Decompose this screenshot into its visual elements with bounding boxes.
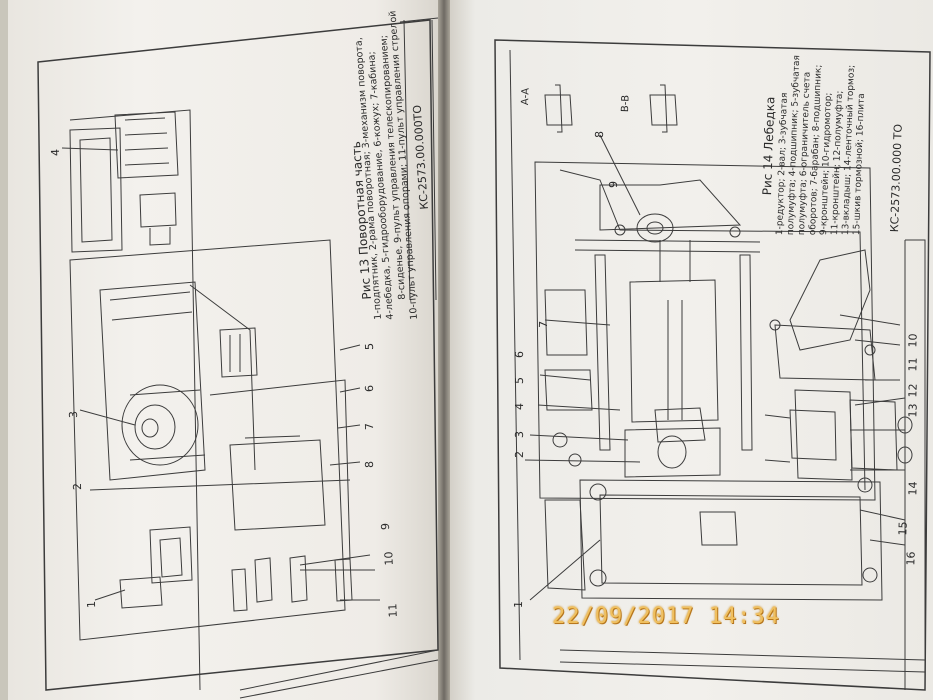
right-callout-7: 7 (536, 320, 551, 329)
right-callout-4: 4 (512, 402, 527, 411)
left-callout-7: 7 (362, 422, 377, 431)
right-callout-14: 14 (906, 481, 920, 496)
right-callout-10: 10 (906, 333, 920, 348)
left-callout-1: 1 (84, 600, 99, 609)
right-callout-13: 13 (906, 403, 920, 418)
left-callout-10: 10 (382, 551, 396, 566)
section-label-a: А-А (520, 87, 532, 106)
left-callout-4: 4 (48, 148, 63, 157)
right-callout-11: 11 (906, 357, 920, 372)
left-callout-5: 5 (362, 342, 377, 351)
left-callout-11: 11 (386, 603, 400, 618)
right-callout-16: 16 (904, 551, 918, 566)
left-callout-9: 9 (378, 522, 393, 531)
right-callout-12: 12 (906, 383, 920, 398)
right-callout-3: 3 (512, 430, 527, 439)
left-callout-6: 6 (362, 384, 377, 393)
right-callout-8: 8 (592, 130, 607, 139)
right-callout-15: 15 (896, 521, 910, 536)
left-callout-8: 8 (362, 460, 377, 469)
right-callout-9: 9 (606, 180, 621, 189)
section-label-b: В-В (620, 94, 632, 113)
book-gutter (438, 0, 450, 700)
left-page (8, 0, 440, 700)
left-callout-3: 3 (66, 410, 81, 419)
right-callout-5: 5 (512, 376, 527, 385)
right-callout-1: 1 (511, 600, 526, 609)
left-callout-2: 2 (70, 482, 85, 491)
right-callout-2: 2 (512, 450, 527, 459)
right-callout-6: 6 (512, 350, 527, 359)
camera-timestamp: 22/09/2017 14:34 (552, 604, 780, 629)
